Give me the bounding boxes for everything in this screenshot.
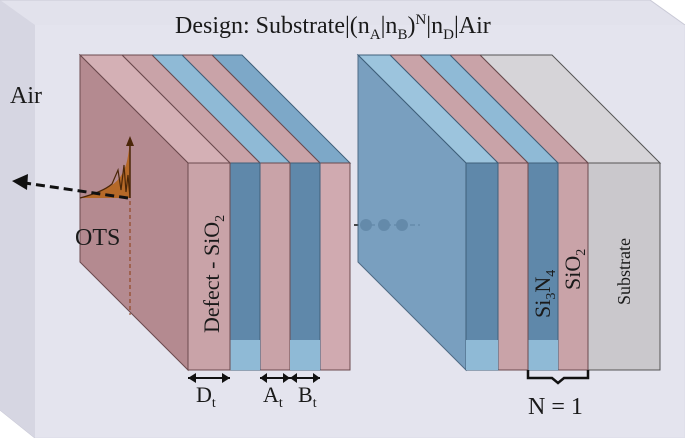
dim-b-label: Bt xyxy=(298,382,317,411)
dim-a-label: At xyxy=(263,382,283,411)
design-title: Design: Substrate|(nA|nB)N|nD|Air xyxy=(175,12,491,43)
defect-label: Defect - SiO2 xyxy=(199,215,228,333)
period-label: N = 1 xyxy=(528,394,583,420)
air-label: Air xyxy=(10,83,42,109)
sin-label: Si3N4 xyxy=(530,270,559,318)
emission-arrow xyxy=(12,174,129,200)
sio2-label: SiO2 xyxy=(560,249,589,290)
period-bracket xyxy=(526,370,590,385)
ots-field-profile xyxy=(79,136,134,199)
right-stack xyxy=(356,53,662,372)
substrate-label: Substrate xyxy=(614,238,634,305)
sin-face xyxy=(527,162,559,371)
dim-d-label: Dt xyxy=(196,382,216,411)
defect-layer-face xyxy=(187,162,231,371)
ots-label: OTS xyxy=(75,225,120,251)
dimension-markers xyxy=(188,373,320,383)
left-stack xyxy=(78,53,352,372)
